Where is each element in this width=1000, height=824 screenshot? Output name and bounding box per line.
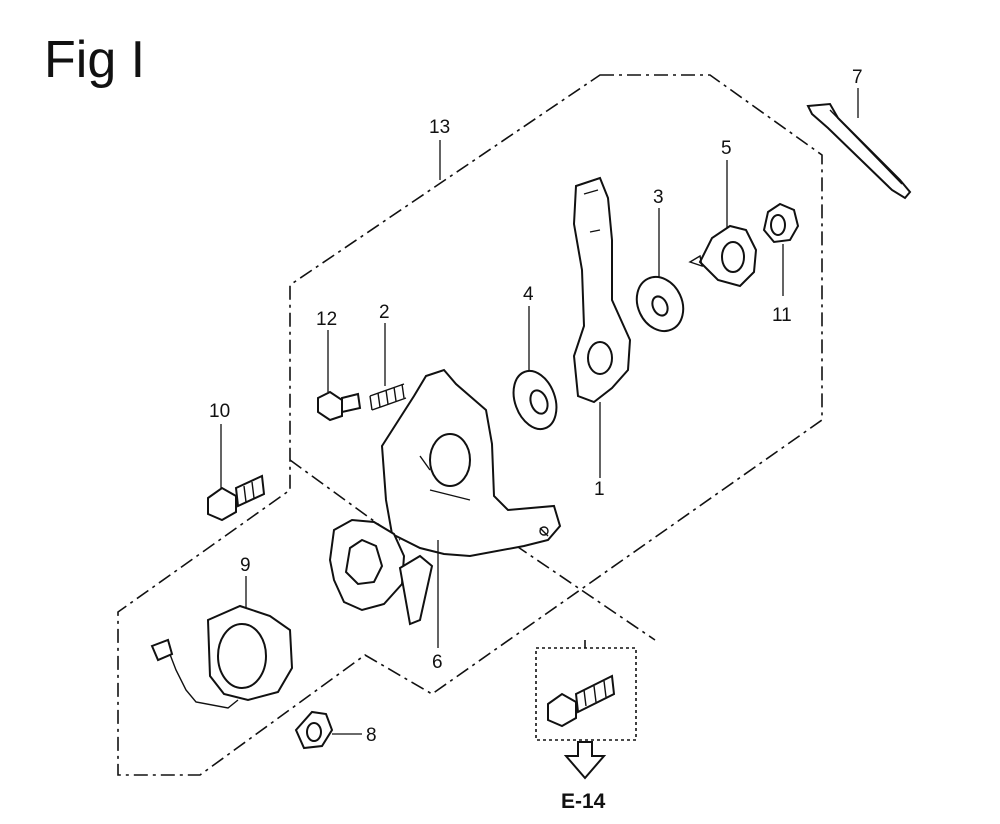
- reference-label: E-14: [561, 790, 606, 813]
- part-screw-small: [317, 390, 362, 422]
- callout-7: 7: [852, 67, 863, 88]
- part-solenoid: [150, 604, 294, 709]
- leader-lines: [220, 88, 859, 735]
- callout-10: 10: [209, 401, 230, 422]
- reference-arrow-icon: [563, 741, 607, 780]
- callout-12: 12: [316, 309, 337, 330]
- callout-1: 1: [594, 479, 605, 500]
- callout-8: 8: [366, 725, 377, 746]
- callout-4: 4: [523, 284, 534, 305]
- callout-9: 9: [240, 555, 251, 576]
- part-governor-holder: [328, 518, 434, 626]
- bolt-subassembly-box: [535, 647, 637, 741]
- figure-title: Fig I: [44, 31, 146, 89]
- callout-13: 13: [429, 117, 450, 138]
- part-spring: [369, 383, 407, 411]
- callout-5: 5: [721, 138, 732, 159]
- assembly-boundary: [117, 74, 823, 776]
- part-bolt-subbox: [547, 674, 616, 728]
- callout-3: 3: [653, 187, 664, 208]
- callout-2: 2: [379, 302, 390, 323]
- part-cotter-pin: [806, 102, 912, 200]
- part-clip: [294, 710, 334, 750]
- callout-11: 11: [772, 305, 792, 326]
- part-cam-plate: [688, 224, 758, 288]
- callout-6: 6: [432, 652, 443, 673]
- part-flange-bolt: [207, 474, 266, 522]
- part-washer-large: [512, 369, 558, 431]
- part-governor-arm: [572, 176, 632, 404]
- part-washer-small: [635, 275, 685, 333]
- part-nut: [762, 202, 800, 244]
